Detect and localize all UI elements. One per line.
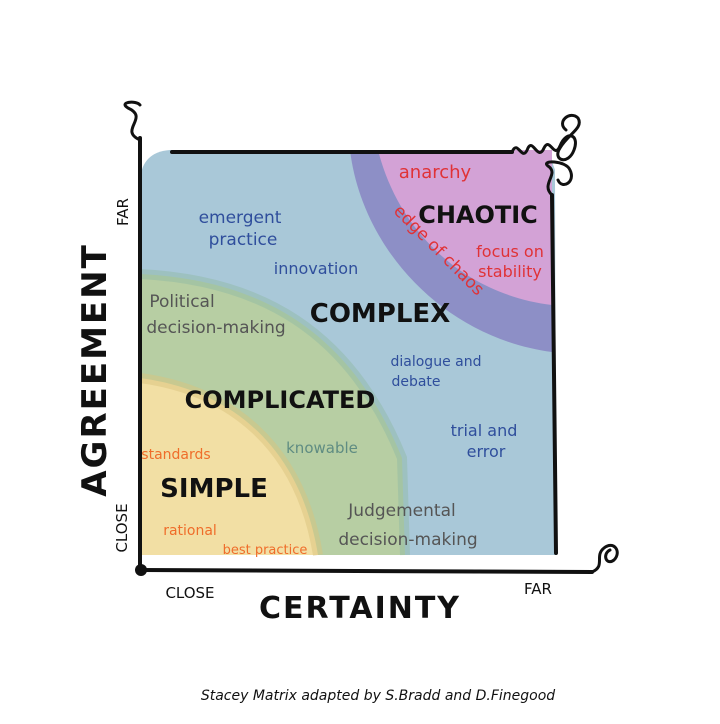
y-axis-title: AGREEMENT [75, 243, 115, 497]
note-innovation: innovation [274, 259, 358, 278]
note-focus-line1: focus on [476, 242, 544, 261]
simple-boundary [139, 373, 323, 556]
note-political-line1: Political [149, 292, 214, 312]
note-judgemental-line2: decision-making [338, 530, 477, 550]
note-trial-line2: error [467, 442, 506, 461]
right-frame-line [550, 193, 558, 555]
complicated-zone-title: COMPLICATED [185, 386, 376, 414]
x-axis-title: CERTAINTY [259, 591, 461, 626]
y-axis-close-label: CLOSE [113, 503, 131, 552]
note-knowable: knowable [286, 439, 358, 457]
note-rational: rational [163, 523, 217, 539]
right-squiggle [544, 160, 573, 197]
x-axis-far-label: FAR [524, 580, 552, 598]
note-trial-line1: trial and [451, 421, 518, 440]
chaotic-zone-title: CHAOTIC [418, 201, 538, 229]
caption: Stacey Matrix adapted by S.Bradd and D.F… [201, 688, 555, 704]
note-dialogue-line2: debate [391, 374, 440, 390]
simple-zone-title: SIMPLE [160, 474, 268, 504]
note-best-practice: best practice [223, 543, 308, 558]
note-political-line2: decision-making [146, 318, 285, 338]
note-dialogue-line1: dialogue and [391, 354, 482, 370]
origin-dot [135, 564, 147, 576]
note-standards: standards [141, 447, 210, 463]
note-focus-line2: stability [478, 262, 542, 281]
x-axis-close-label: CLOSE [165, 584, 214, 602]
x-axis-line [138, 568, 594, 574]
complicated-boundary [139, 269, 410, 556]
y-axis-squiggle [123, 100, 142, 142]
note-emergent-line1: emergent [199, 208, 282, 228]
bottom-right-squiggle [590, 543, 619, 574]
simple-zone [140, 378, 318, 555]
y-axis-far-label: FAR [114, 198, 132, 226]
complex-zone-title: COMPLEX [310, 299, 451, 329]
top-right-squiggle [510, 113, 581, 162]
note-judgemental-line1: Judgemental [347, 501, 455, 521]
note-emergent-line2: practice [209, 230, 278, 250]
chaotic-zone [378, 150, 552, 305]
note-anarchy: anarchy [399, 162, 472, 183]
